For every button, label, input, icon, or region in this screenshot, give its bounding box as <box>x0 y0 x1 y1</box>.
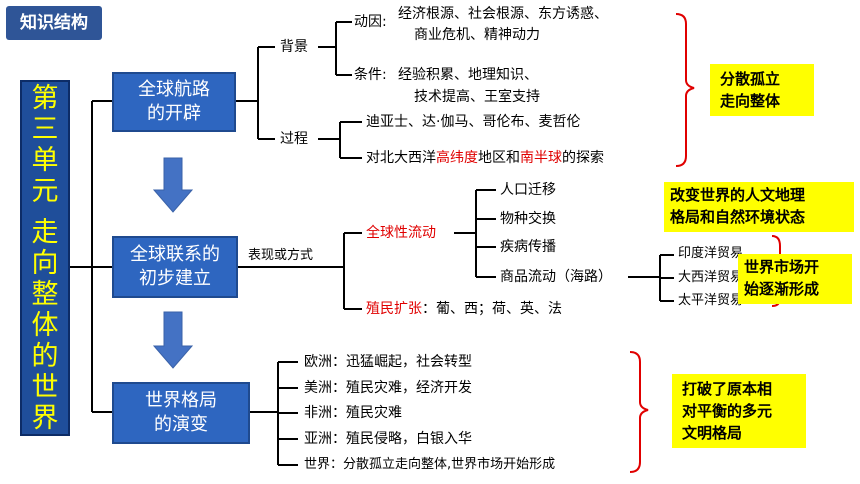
process-label: 过程 <box>280 131 308 147</box>
note-multicivilization: 打破了原本相 对平衡的多元 文明格局 <box>672 374 806 448</box>
unit-title-char: 第 <box>31 82 59 114</box>
region-item-asia: 亚洲：殖民侵略，白银入华 <box>304 431 472 447</box>
note-line: 走向整体 <box>720 92 781 110</box>
trade-item: 印度洋贸易 <box>678 246 744 261</box>
region-item-europe: 欧洲：迅猛崛起，社会转型 <box>304 354 472 370</box>
note-line: 分散孤立 <box>720 70 781 88</box>
note-line: 改变世界的人文地理 <box>670 186 806 204</box>
unit-title: 第 三 单 元 走 向 整 体 的 世 界 <box>20 80 70 436</box>
flow-item: 物种交换 <box>500 211 556 227</box>
unit-title-char: 界 <box>31 402 59 434</box>
condition-label: 条件: <box>354 67 387 83</box>
flow-item: 商品流动（海路） <box>500 269 612 285</box>
note-line: 文明格局 <box>682 424 743 442</box>
note-human-geography: 改变世界的人文地理 格局和自然环境状态 <box>664 182 854 232</box>
southern-hemisphere-text: 南半球 <box>520 150 562 166</box>
colonial-expansion-label: 殖民扩张 <box>366 301 422 317</box>
global-flow-label: 全球性流动 <box>366 225 436 241</box>
trade-item: 大西洋贸易 <box>678 270 744 285</box>
mode-label: 表现或方式 <box>248 248 314 263</box>
section-world-pattern: 世界格局 的演变 <box>112 382 250 444</box>
explorers-line: 迪亚士、达·伽马、哥伦布、麦哲伦 <box>366 114 581 130</box>
exploration-line: 对北大西洋高纬度地区和南半球的探索 <box>366 149 604 167</box>
colonial-powers: ：葡、西；荷、英、法 <box>422 301 562 317</box>
condition-line: 技术提高、王室支持 <box>414 89 540 105</box>
section-global-links: 全球联系的 初步建立 <box>112 236 238 298</box>
section-title-line: 初步建立 <box>139 268 211 289</box>
section-title-line: 全球联系的 <box>130 244 220 265</box>
note-line: 对平衡的多元 <box>682 402 773 420</box>
region-item-americas: 美洲：殖民灾难，经济开发 <box>304 380 472 396</box>
flow-item: 人口迁移 <box>500 182 556 198</box>
exploration-text: 的探索 <box>562 150 604 166</box>
note-line: 打破了原本相 <box>682 380 773 398</box>
note-line: 世界市场开 <box>744 258 820 276</box>
unit-title-char: 的 <box>31 340 59 372</box>
exploration-text: 对北大西洋 <box>366 150 436 166</box>
note-line: 格局和自然环境状态 <box>670 208 806 226</box>
region-item-africa: 非洲：殖民灾难 <box>304 405 402 421</box>
section-title-line: 的开辟 <box>147 103 201 124</box>
section-new-routes: 全球航路 的开辟 <box>112 72 236 132</box>
unit-title-char: 三 <box>31 113 59 145</box>
unit-title-char: 向 <box>31 247 59 279</box>
unit-title-char: 走 <box>31 216 59 248</box>
cause-line: 商业危机、精神动力 <box>414 27 540 43</box>
unit-title-char: 元 <box>31 175 59 207</box>
region-item-world: 世界：分散孤立走向整体,世界市场开始形成 <box>304 457 556 472</box>
section-title-line: 全球航路 <box>138 79 210 100</box>
colonial-expansion-line: 殖民扩张：葡、西；荷、英、法 <box>366 300 562 318</box>
note-line: 始逐渐形成 <box>744 280 820 298</box>
high-latitude-text: 高纬度 <box>436 150 478 166</box>
cause-line: 经济根源、社会根源、东方诱惑、 <box>398 6 608 22</box>
note-world-market: 世界市场开 始逐渐形成 <box>738 254 852 304</box>
unit-title-char: 世 <box>31 371 59 403</box>
cause-label: 动因: <box>354 14 387 30</box>
unit-title-char: 整 <box>31 278 59 310</box>
note-isolated-to-whole: 分散孤立 走向整体 <box>710 64 814 116</box>
unit-title-char: 单 <box>31 144 59 176</box>
condition-line: 经验积累、地理知识、 <box>398 67 538 83</box>
exploration-text: 地区和 <box>478 150 520 166</box>
trade-item: 太平洋贸易 <box>678 293 744 308</box>
section-title-line: 的演变 <box>154 414 208 435</box>
unit-title-char: 体 <box>31 309 59 341</box>
background-label: 背景 <box>280 39 308 55</box>
flow-item: 疾病传播 <box>500 239 556 255</box>
section-title-line: 世界格局 <box>145 390 217 411</box>
knowledge-structure-tag: 知识结构 <box>6 6 102 40</box>
